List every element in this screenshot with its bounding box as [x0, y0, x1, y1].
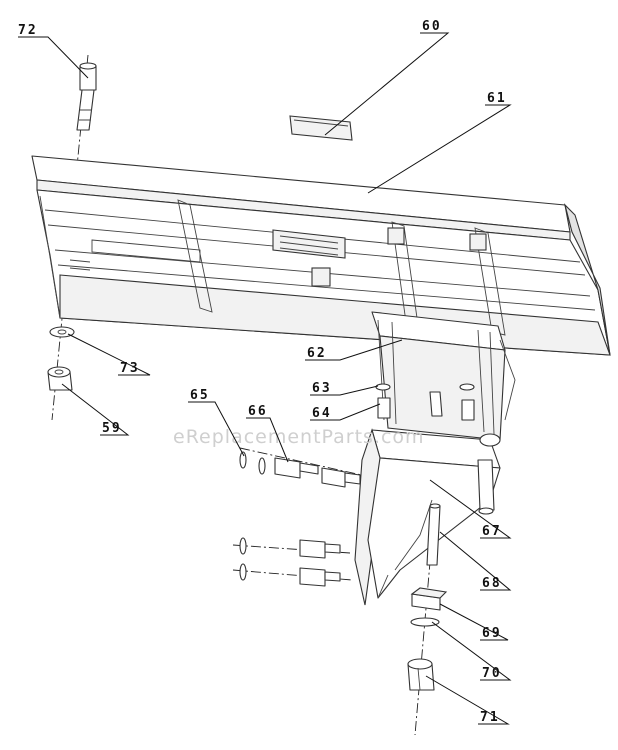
part-72-bolt — [76, 62, 97, 131]
part-61-frame — [31, 155, 611, 356]
callout-66: 66 — [248, 404, 268, 419]
part-67-mount — [354, 428, 501, 606]
callout-59: 59 — [102, 421, 122, 436]
callout-61: 61 — [487, 91, 507, 106]
callout-67: 67 — [482, 524, 502, 539]
callout-73: 73 — [120, 361, 140, 376]
callout-60: 60 — [422, 19, 442, 34]
callout-68: 68 — [482, 576, 502, 591]
callout-63: 63 — [312, 381, 332, 396]
part-63-64-fasteners — [375, 383, 475, 421]
callout-62: 62 — [307, 346, 327, 361]
center-axes — [51, 54, 439, 736]
callout-72: 72 — [18, 23, 38, 38]
part-65-66-bolts — [239, 451, 361, 587]
callout-71: 71 — [480, 710, 500, 725]
part-69-block — [410, 587, 448, 611]
part-68-pin — [426, 503, 441, 566]
part-70-washer — [410, 617, 440, 627]
callout-leaders — [18, 32, 512, 725]
part-71-nut — [407, 658, 435, 691]
callout-70: 70 — [482, 666, 502, 681]
callout-65: 65 — [190, 388, 210, 403]
callout-labels: 72 60 61 62 73 63 65 66 64 59 67 68 69 7… — [18, 19, 507, 725]
callout-69: 69 — [482, 626, 502, 641]
part-62-bracket — [371, 311, 516, 441]
part-73-59-washer-nut — [47, 326, 75, 391]
part-60-plate — [289, 115, 353, 141]
callout-64: 64 — [312, 406, 332, 421]
watermark-text: eReplacementParts.com — [173, 426, 425, 448]
